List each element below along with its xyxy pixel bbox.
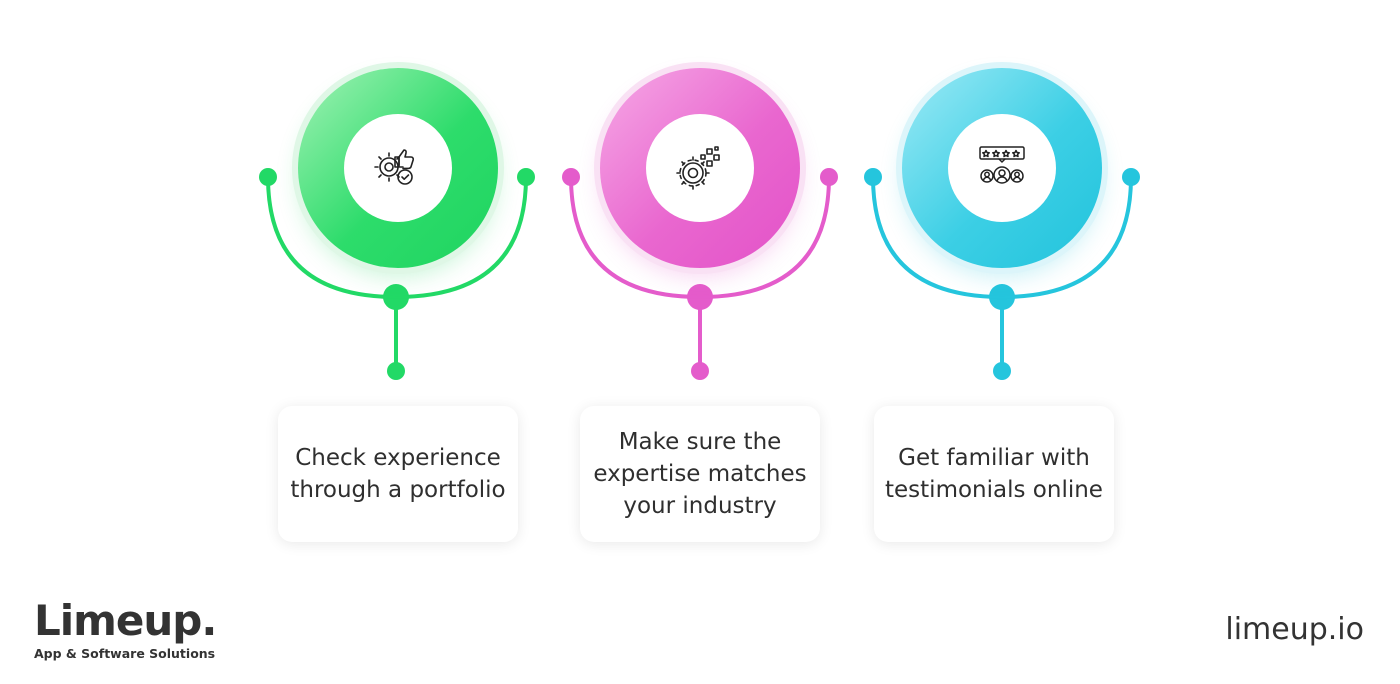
step-1-card: Check experience through a portfolio — [278, 406, 518, 542]
step-2-icon-holder — [646, 114, 754, 222]
step-2-card: Make sure the expertise matches your ind… — [580, 406, 820, 542]
step-3-icon-holder — [948, 114, 1056, 222]
step-1-icon-holder — [344, 114, 452, 222]
connector-green — [259, 168, 535, 380]
step-3-circle — [902, 68, 1102, 268]
brand-tagline: App & Software Solutions — [34, 646, 216, 661]
step-3-label: Get familiar with testimonials online — [885, 445, 1103, 503]
step-1-circle — [298, 68, 498, 268]
gear-thumbs-up-check-icon — [374, 149, 415, 185]
brand-logo: Limeup. App & Software Solutions — [34, 596, 217, 662]
connector-pink — [562, 168, 838, 380]
website-url: limeup.io — [1225, 612, 1364, 647]
step-3-card: Get familiar with testimonials online — [874, 406, 1114, 542]
step-1-label: Check experience through a portfolio — [290, 445, 506, 503]
rating-stars-users-icon — [979, 146, 1025, 184]
step-2-label: Make sure the expertise matches your ind… — [593, 429, 807, 519]
connector-cyan — [864, 168, 1140, 380]
gear-pixels-icon — [676, 146, 720, 190]
step-2-circle — [600, 68, 800, 268]
brand-name: Limeup. — [34, 596, 217, 645]
